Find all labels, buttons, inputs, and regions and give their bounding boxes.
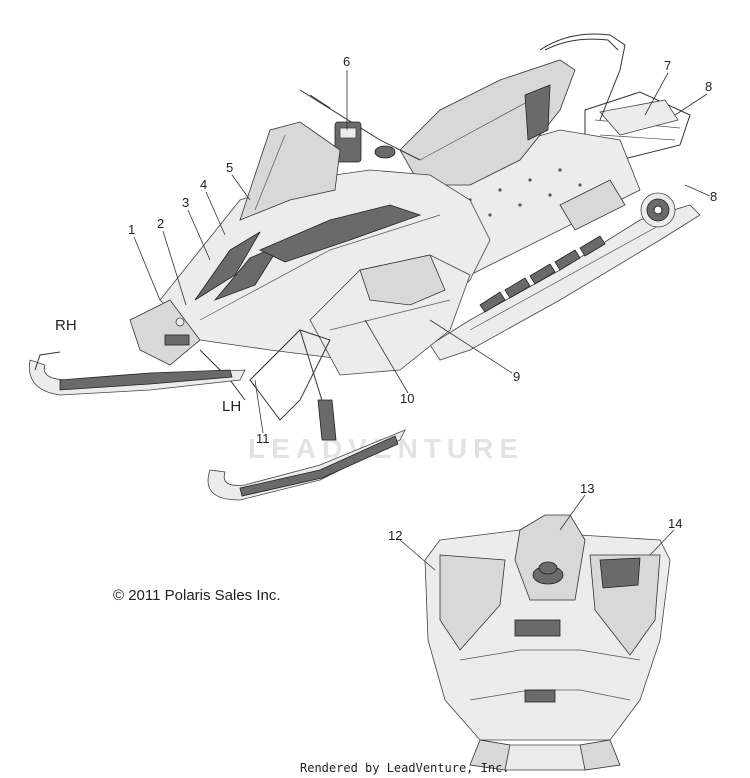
rh-label: RH bbox=[55, 317, 77, 334]
callout-4: 4 bbox=[200, 177, 207, 192]
leader-lines bbox=[133, 70, 711, 571]
callout-8-top: 8 bbox=[705, 79, 712, 94]
callout-12: 12 bbox=[388, 528, 402, 543]
callout-14: 14 bbox=[668, 516, 682, 531]
callout-3: 3 bbox=[182, 195, 189, 210]
hood-detail-illustration bbox=[424, 514, 671, 771]
callout-8-bottom: 8 bbox=[710, 189, 717, 204]
callout-13: 13 bbox=[580, 481, 594, 496]
callout-7: 7 bbox=[664, 58, 671, 73]
callout-6: 6 bbox=[343, 54, 350, 69]
callout-1: 1 bbox=[128, 222, 135, 237]
copyright-text: © 2011 Polaris Sales Inc. bbox=[113, 587, 281, 604]
callout-10: 10 bbox=[400, 391, 414, 406]
callout-11: 11 bbox=[256, 431, 270, 446]
snowmobile-illustration bbox=[28, 33, 701, 501]
lh-label: LH bbox=[222, 398, 241, 415]
callout-labels: 1 2 3 4 5 6 7 8 8 9 10 11 12 13 14 bbox=[128, 54, 717, 543]
footer-text: Rendered by LeadVenture, Inc. bbox=[300, 761, 510, 775]
callout-2: 2 bbox=[157, 216, 164, 231]
callout-9: 9 bbox=[513, 369, 520, 384]
callout-5: 5 bbox=[226, 160, 233, 175]
